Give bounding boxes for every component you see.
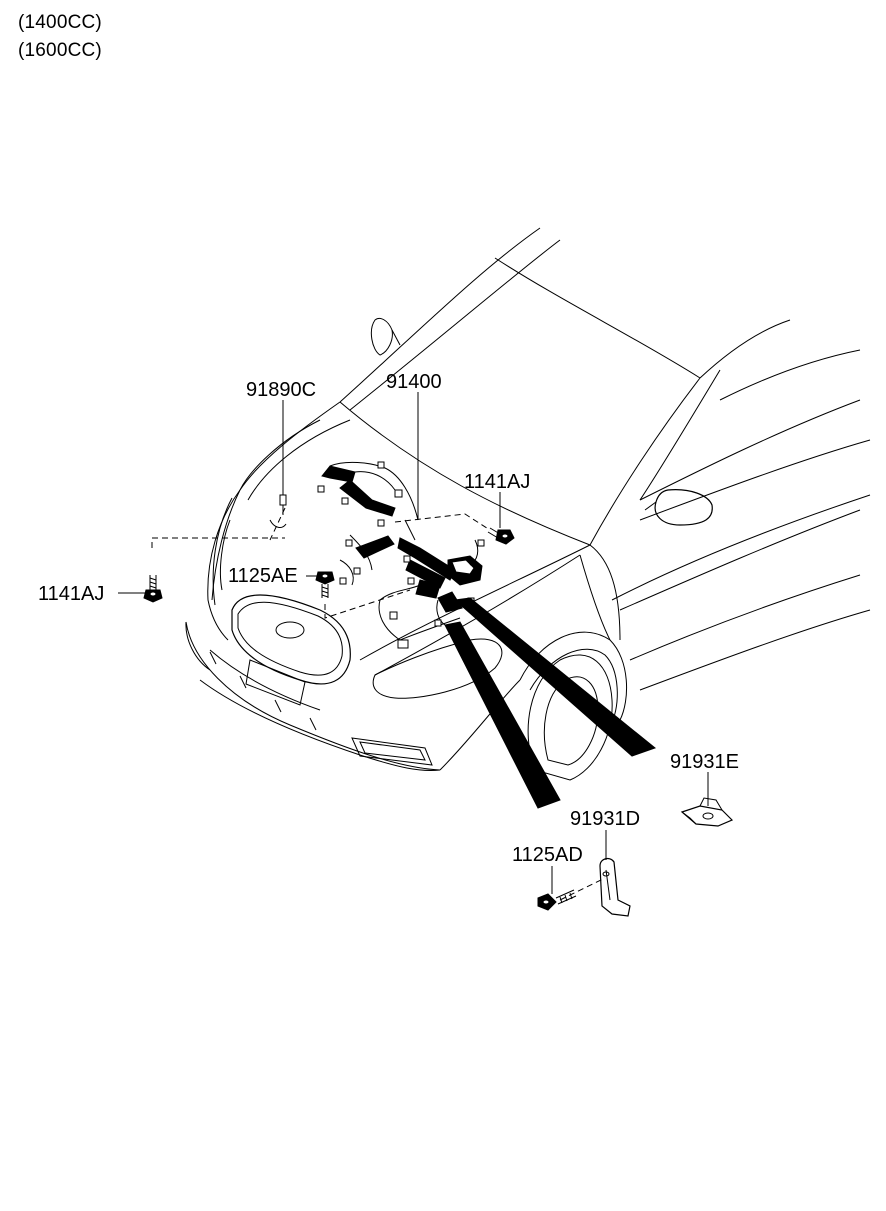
wiring-harness-91400	[317, 461, 485, 649]
bolt-1141aj-left	[143, 575, 163, 603]
callout-leader-lines	[118, 392, 709, 894]
callout-1141aj-right: 1141AJ	[464, 471, 531, 493]
callout-1141aj-left: 1141AJ	[38, 583, 105, 605]
callout-91931d: 91931D	[570, 808, 641, 830]
bracket-91931e	[680, 797, 734, 827]
callout-91400: 91400	[386, 371, 442, 393]
bolt-1125ae	[315, 571, 335, 598]
engine-variant-1400cc: (1400CC)	[18, 12, 102, 33]
engine-variant-1600cc: (1600CC)	[18, 40, 102, 61]
bracket-91931d	[599, 857, 631, 917]
car-body-outline	[185, 227, 871, 781]
callout-1125ae: 1125AE	[228, 565, 298, 587]
callout-91931e: 91931E	[670, 751, 739, 773]
callout-1125ad: 1125AD	[512, 844, 583, 866]
callout-91890c: 91890C	[246, 379, 317, 401]
assembly-dashed-lines	[151, 507, 606, 901]
clip-91890c	[269, 494, 287, 528]
bolt-1141aj-right	[487, 527, 515, 545]
detail-extension-bands	[437, 591, 657, 809]
screw-1125ad	[537, 889, 577, 911]
